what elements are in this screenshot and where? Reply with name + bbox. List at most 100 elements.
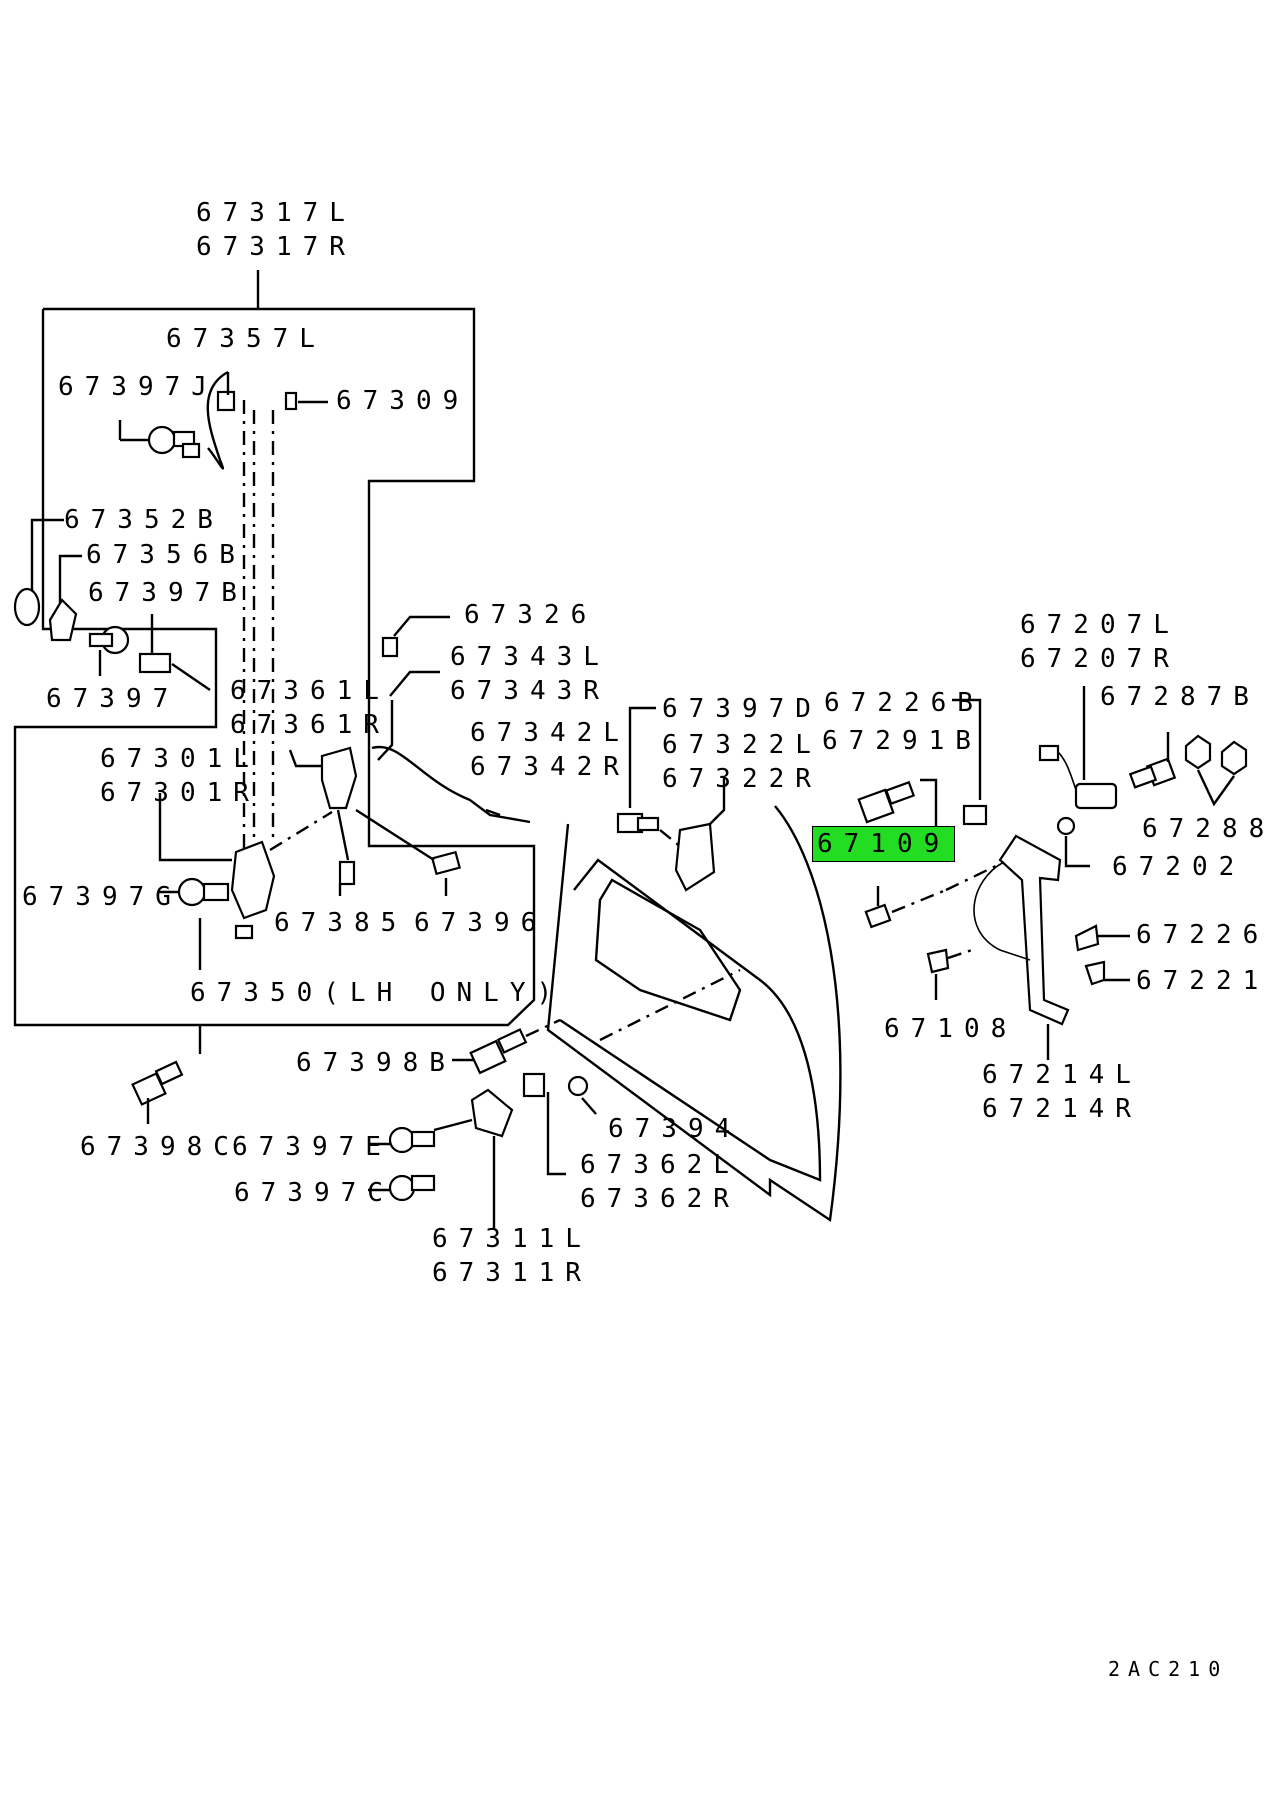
label-67322R[interactable]: 67322R	[662, 764, 822, 794]
label-67350[interactable]: 67350(LH ONLY)	[190, 978, 564, 1008]
label-67396[interactable]: 67396	[414, 908, 548, 938]
label-67214R[interactable]: 67214R	[982, 1094, 1142, 1124]
label-67385[interactable]: 67385	[274, 908, 408, 938]
label-67226[interactable]: 67226	[1136, 920, 1268, 950]
part-67397E-stem	[410, 1130, 436, 1148]
part-67287B-stem	[1128, 765, 1158, 789]
leader-67397E-b	[433, 1118, 473, 1132]
part-67207	[1074, 782, 1118, 810]
dash-latch	[269, 810, 333, 852]
label-67322L[interactable]: 67322L	[662, 730, 822, 760]
label-67326[interactable]: 67326	[464, 600, 598, 630]
label-67202[interactable]: 67202	[1112, 852, 1246, 882]
label-67361R[interactable]: 67361R	[230, 710, 390, 740]
part-67288-a	[1184, 734, 1212, 770]
label-67343L[interactable]: 67343L	[450, 642, 610, 672]
label-67108[interactable]: 67108	[884, 1014, 1018, 1044]
label-67343R[interactable]: 67343R	[450, 676, 610, 706]
label-67398B[interactable]: 67398B	[296, 1048, 456, 1078]
leader-67343	[389, 670, 440, 697]
part-67221	[1084, 960, 1106, 986]
label-67342L[interactable]: 67342L	[470, 718, 630, 748]
leader-67326	[393, 615, 450, 637]
label-67301R[interactable]: 67301R	[100, 778, 260, 808]
part-67356B	[48, 598, 78, 642]
label-67361L[interactable]: 67361L	[230, 676, 390, 706]
label-67214L[interactable]: 67214L	[982, 1060, 1142, 1090]
dash-67108	[947, 948, 973, 960]
label-67207R[interactable]: 67207R	[1020, 644, 1180, 674]
part-67361	[320, 746, 358, 810]
part-67214	[998, 834, 1070, 1026]
label-67362R[interactable]: 67362R	[580, 1184, 740, 1214]
part-67214-arm	[973, 861, 1031, 961]
leader-67356B	[58, 554, 82, 606]
group-outline-lock	[13, 307, 536, 1027]
rod-67342	[371, 745, 531, 824]
part-67311	[470, 1088, 514, 1138]
diagram-code: 2AC210	[1108, 1657, 1229, 1681]
part-67108	[926, 948, 950, 974]
label-67291B[interactable]: 67291B	[822, 726, 982, 756]
label-67317R[interactable]: 67317R	[196, 232, 356, 262]
cable-67357L	[206, 370, 229, 470]
part-67398B	[469, 1039, 507, 1075]
label-67397J[interactable]: 67397J	[58, 372, 218, 402]
part-67301	[230, 840, 276, 920]
label-67362L[interactable]: 67362L	[580, 1150, 740, 1180]
part-67397D-stem	[636, 816, 660, 832]
part-67394	[567, 1075, 589, 1097]
label-67226B[interactable]: 67226B	[824, 688, 984, 718]
label-67342R[interactable]: 67342R	[470, 752, 630, 782]
label-67398C[interactable]: 67398C	[80, 1132, 240, 1162]
label-67397G[interactable]: 67397G	[22, 882, 182, 912]
rod-67343	[377, 700, 394, 761]
part-67326	[381, 636, 399, 658]
part-67288-b	[1220, 740, 1248, 776]
door-inner	[559, 858, 822, 1182]
label-67221[interactable]: 67221	[1136, 966, 1268, 996]
label-67309[interactable]: 67309	[336, 386, 470, 416]
part-67397G	[177, 877, 207, 907]
leader-67226B	[952, 698, 982, 800]
part-67352B	[13, 587, 41, 627]
label-67352B[interactable]: 67352B	[64, 505, 224, 535]
part-67322	[674, 822, 716, 892]
label-67397C[interactable]: 67397C	[234, 1178, 394, 1208]
part-67397J	[147, 425, 177, 455]
leader-67288	[1196, 769, 1235, 807]
dash-67398B	[525, 1018, 561, 1038]
label-67397[interactable]: 67397	[46, 684, 180, 714]
label-67301L[interactable]: 67301L	[100, 744, 260, 774]
label-67288[interactable]: 67288	[1142, 814, 1268, 844]
label-67287B[interactable]: 67287B	[1100, 682, 1260, 712]
label-67207L[interactable]: 67207L	[1020, 610, 1180, 640]
label-67356B[interactable]: 67356B	[86, 540, 246, 570]
part-67226	[1074, 924, 1100, 952]
door-opening	[594, 878, 742, 1022]
part-67396	[430, 850, 462, 876]
leader-67342	[485, 808, 501, 817]
label-67397D[interactable]: 67397D	[662, 694, 822, 724]
part-67291B-stem	[884, 780, 916, 806]
rod-67396	[355, 808, 435, 862]
leader-67397D	[628, 706, 656, 808]
part-67397J-clip	[181, 442, 201, 459]
label-67397E[interactable]: 67397E	[232, 1132, 392, 1162]
leader-67291B	[920, 778, 938, 830]
leader-67322	[709, 778, 726, 825]
label-67311R[interactable]: 67311R	[432, 1258, 592, 1288]
part-67309	[284, 391, 298, 411]
label-67317L[interactable]: 67317L	[196, 198, 356, 228]
label-67397B[interactable]: 67397B	[88, 578, 248, 608]
part-67202	[1056, 816, 1076, 836]
leader-67202	[1064, 836, 1090, 868]
door-rod	[599, 968, 741, 1042]
label-67357L[interactable]: 67357L	[166, 324, 326, 354]
part-67207-wire	[1057, 751, 1077, 791]
label-67394[interactable]: 67394	[608, 1114, 742, 1144]
label-67311L[interactable]: 67311L	[432, 1224, 592, 1254]
part-67397B	[138, 652, 172, 674]
label-67109-highlighted[interactable]: 67109	[812, 826, 956, 862]
